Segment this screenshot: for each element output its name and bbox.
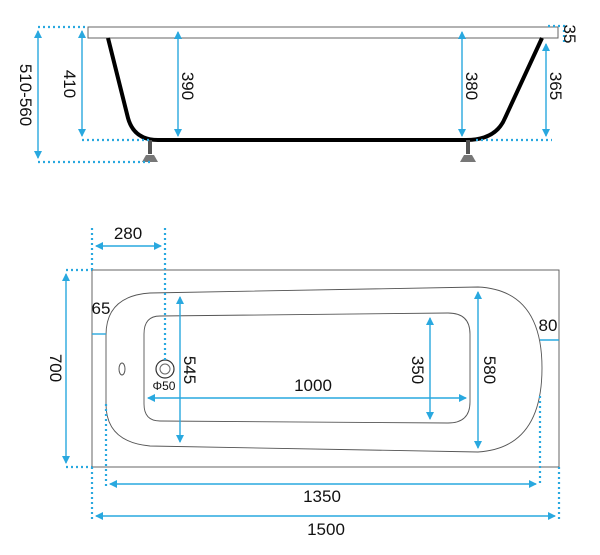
- leg-left: [142, 140, 158, 162]
- rim-top: [87, 26, 559, 39]
- leg-right: [460, 140, 476, 162]
- side-view: 510-560 410 390 380 365 35: [16, 25, 579, 164]
- tub-profile: [106, 37, 544, 142]
- label-total-width: 700: [46, 354, 65, 382]
- label-depth-left: 390: [178, 72, 197, 100]
- label-rim: 35: [560, 25, 579, 44]
- label-total-length: 1500: [307, 520, 345, 539]
- label-total-height: 510-560: [16, 64, 35, 126]
- label-depth-right: 380: [462, 72, 481, 100]
- label-inner-width-right: 580: [480, 356, 499, 384]
- label-rim-right: 80: [539, 316, 558, 335]
- label-outer-height: 410: [60, 70, 79, 98]
- outer-frame: [91, 269, 560, 468]
- label-inner-length: 1000: [294, 376, 332, 395]
- label-drain-offset: 280: [114, 224, 142, 243]
- drain-inner-icon: [159, 363, 171, 375]
- label-inner-width-left: 545: [180, 356, 199, 384]
- top-view: 280 700 65 80 545 1000 350 580 Φ50 1350 …: [46, 224, 561, 539]
- inner-outline: [105, 286, 543, 453]
- label-rim-left: 65: [92, 299, 111, 318]
- label-inner-width: 350: [408, 356, 427, 384]
- basin-outline: [143, 312, 471, 424]
- label-inner-length-top: 1350: [303, 487, 341, 506]
- overflow-icon: [118, 362, 126, 376]
- label-drain-diameter: Φ50: [153, 379, 176, 393]
- label-depth-right-outer: 365: [546, 72, 565, 100]
